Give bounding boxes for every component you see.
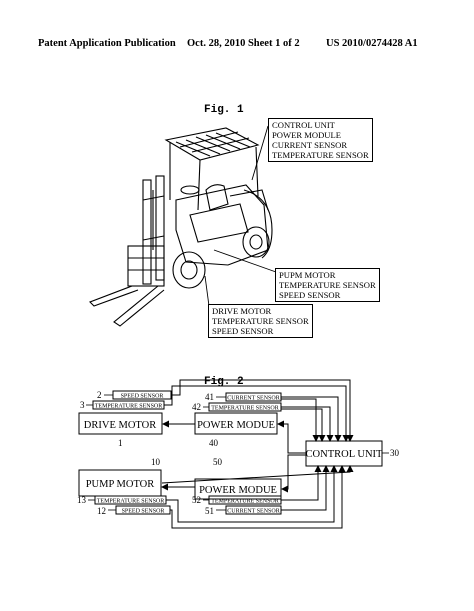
callout-line: POWER MODULE [272, 130, 341, 140]
callout-line: TEMPERATURE SENSOR [272, 150, 369, 160]
control-unit-label: CONTROL UNIT [306, 449, 383, 460]
callout-pump-motor: PUPM MOTOR TEMPERATURE SENSOR SPEED SENS… [275, 268, 380, 302]
fig2-title: Fig. 2 [204, 376, 244, 388]
callout-control-unit: CONTROL UNIT POWER MODULE CURRENT SENSOR… [268, 118, 373, 162]
speed-sensor-bottom-label: SPEED SENSOR [122, 509, 165, 515]
temperature-sensor-bottom-left-label: TEMPERATURE SENSOR [97, 499, 165, 505]
ref-1: 1 [118, 438, 123, 448]
ref-12: 12 [97, 506, 106, 516]
ref-52: 52 [192, 495, 201, 505]
temperature-sensor-top-left-label: TEMPERATURE SENSOR [95, 404, 163, 410]
callout-line: SPEED SENSOR [279, 290, 341, 300]
ref-50: 50 [213, 457, 223, 467]
ref-3: 3 [80, 400, 85, 410]
ref-41: 41 [205, 392, 214, 402]
header-patent-number: US 2010/0274428 A1 [326, 38, 418, 49]
callout-line: DRIVE MOTOR [212, 306, 272, 316]
speed-sensor-top-label: SPEED SENSOR [121, 394, 164, 400]
ref-2: 2 [97, 390, 102, 400]
callout-line: TEMPERATURE SENSOR [212, 316, 309, 326]
callout-line: PUPM MOTOR [279, 270, 336, 280]
header-publication: Patent Application Publication [38, 38, 176, 49]
ref-30: 30 [390, 448, 400, 458]
power-module-bottom-label: POWER MODUE [199, 485, 277, 496]
callout-line: CONTROL UNIT [272, 120, 335, 130]
callout-line: TEMPERATURE SENSOR [279, 280, 376, 290]
current-sensor-top-label: CURRENT SENSOR [227, 396, 279, 402]
pump-motor-label: PUMP MOTOR [86, 479, 155, 490]
temperature-sensor-top-right-label: TEMPERATURE SENSOR [211, 406, 279, 412]
current-sensor-bottom-label: CURRENT SENSOR [227, 509, 279, 515]
power-module-top-label: POWER MODUE [197, 420, 275, 431]
ref-40: 40 [209, 438, 219, 448]
ref-13: 13 [77, 495, 87, 505]
fig1-title: Fig. 1 [204, 104, 244, 116]
header-date-sheet: Oct. 28, 2010 Sheet 1 of 2 [187, 38, 300, 49]
ref-42: 42 [192, 402, 201, 412]
callout-drive-motor: DRIVE MOTOR TEMPERATURE SENSOR SPEED SEN… [208, 304, 313, 338]
ref-10: 10 [151, 457, 161, 467]
callout-line: SPEED SENSOR [212, 326, 274, 336]
temperature-sensor-bottom-right-label: TEMPERATURE SENSOR [211, 499, 279, 505]
ref-51: 51 [205, 506, 214, 516]
callout-line: CURRENT SENSOR [272, 140, 348, 150]
drive-motor-label: DRIVE MOTOR [84, 420, 156, 431]
